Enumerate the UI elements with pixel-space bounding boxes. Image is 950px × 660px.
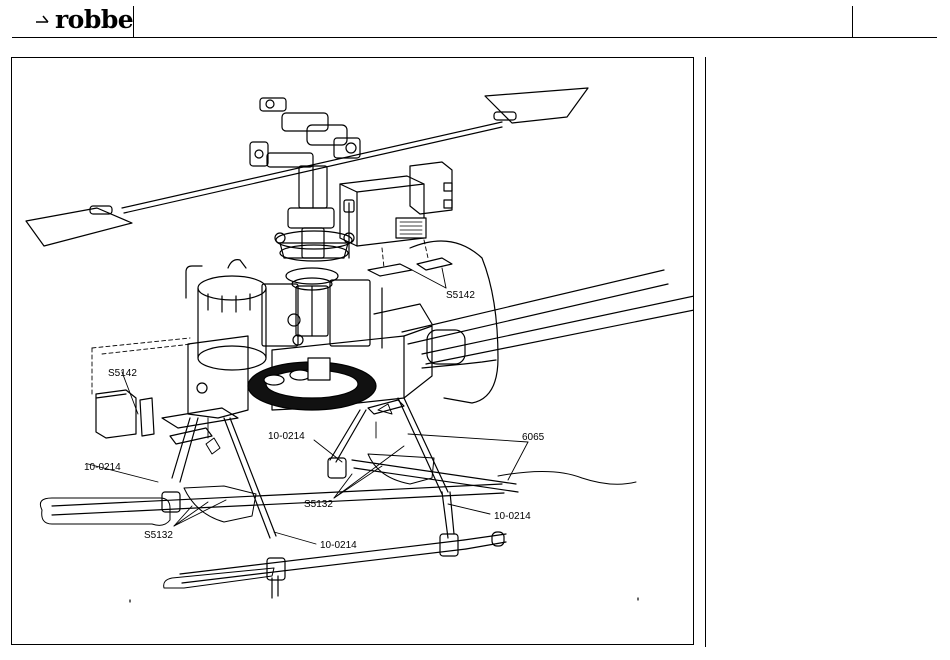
helicopter-exploded-diagram: S5142 S5142 10-0214 10-0214 10-0214 10-0… bbox=[12, 58, 694, 645]
gyro-receiver bbox=[340, 162, 452, 276]
label-10-0214-right: 10-0214 bbox=[494, 511, 531, 522]
rotor-blade-left bbox=[26, 208, 132, 246]
rotor-head bbox=[250, 98, 360, 261]
label-s5132-center: S5132 bbox=[304, 499, 333, 510]
page-header: robbe bbox=[0, 0, 950, 40]
motor bbox=[186, 260, 266, 370]
label-s5142-top: S5142 bbox=[446, 290, 475, 301]
column-divider bbox=[705, 57, 706, 647]
label-s5142-left: S5142 bbox=[108, 368, 137, 379]
antenna-wire bbox=[498, 471, 636, 484]
logo-mark-icon bbox=[34, 9, 54, 29]
header-divider-right bbox=[852, 6, 853, 38]
tail-servo bbox=[92, 338, 192, 438]
exploded-diagram-frame: S5142 S5142 10-0214 10-0214 10-0214 10-0… bbox=[11, 57, 694, 645]
brand-name: robbe bbox=[55, 5, 133, 34]
robbe-logo: robbe bbox=[34, 4, 133, 34]
rotor-blade-right bbox=[485, 88, 588, 123]
header-rule bbox=[12, 37, 937, 38]
label-10-0214-center: 10-0214 bbox=[268, 431, 305, 442]
label-6065: 6065 bbox=[522, 432, 545, 443]
label-10-0214-left: 10-0214 bbox=[84, 462, 121, 473]
label-s5132-left: S5132 bbox=[144, 530, 173, 541]
header-divider-left bbox=[133, 6, 134, 38]
label-10-0214-bottom: 10-0214 bbox=[320, 540, 357, 551]
adhesive-pad-1 bbox=[368, 264, 412, 276]
skids bbox=[40, 458, 518, 598]
adhesive-pad-2 bbox=[417, 258, 452, 270]
mast-assembly bbox=[262, 268, 370, 346]
main-gear bbox=[248, 358, 376, 410]
